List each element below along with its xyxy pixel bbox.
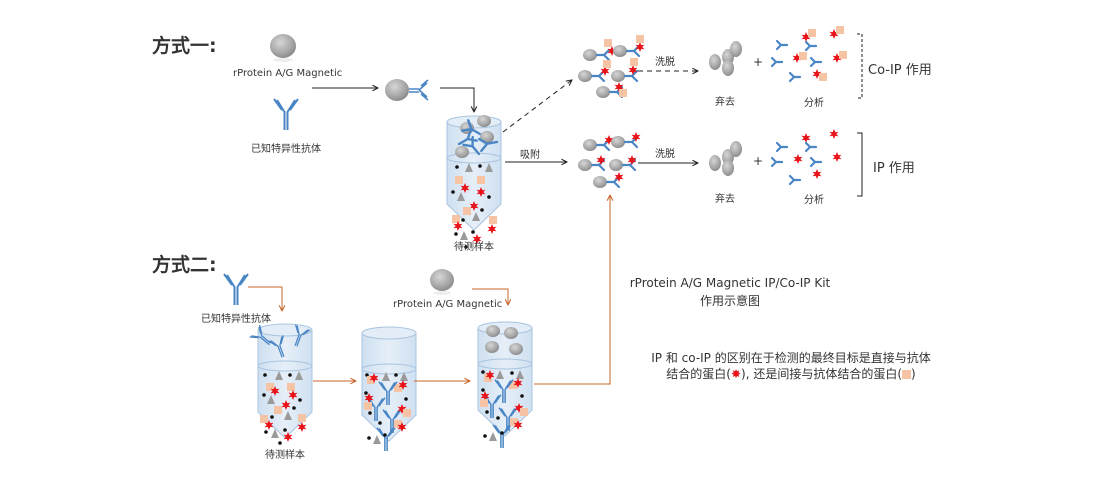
coip-bead-complexes xyxy=(576,35,645,100)
note-line2-part-c: ) xyxy=(911,367,916,381)
ip-bracket xyxy=(857,132,863,197)
antibody-label-method2: 已知特异性抗体 xyxy=(201,314,271,325)
antibody-icon xyxy=(273,98,299,131)
coip-elute-label: 洗脱 xyxy=(655,57,675,68)
arrow-to-coip-complexes xyxy=(502,80,572,133)
analyzed-proteins-ip xyxy=(770,129,842,186)
adsorb-label: 吸附 xyxy=(520,150,540,161)
magnetic-bead-icon xyxy=(270,34,296,62)
ip-discard-label: 弃去 xyxy=(715,194,735,205)
antibody-label-method1: 已知特异性抗体 xyxy=(251,144,321,155)
ip-analyze-label: 分析 xyxy=(804,195,824,206)
coip-discard-label: 弃去 xyxy=(715,97,735,108)
figure-caption-line2: 作用示意图 xyxy=(699,294,760,308)
coip-analyze-label: 分析 xyxy=(804,98,824,109)
note-line2-part-b: ), 还是间接与抗体结合的蛋白( xyxy=(741,367,903,381)
arrow-tube-c-to-ip-complexes xyxy=(534,195,610,385)
coip-function-label: Co-IP 作用 xyxy=(868,63,932,78)
figure-caption-line1: rProtein A/G Magnetic IP/Co-IP Kit xyxy=(629,276,831,290)
method2-title: 方式二: xyxy=(152,254,217,276)
sample-label-method2: 待测样本 xyxy=(265,450,305,461)
discarded-beads-coip xyxy=(709,41,742,76)
discarded-beads-ip xyxy=(709,141,742,176)
analyzed-proteins-coip xyxy=(770,26,847,83)
sample-tube-method1 xyxy=(446,115,502,249)
note-line2: 结合的蛋白(✸), 还是间接与抗体结合的蛋白() xyxy=(616,365,966,382)
target-protein-legend-icon: ✸ xyxy=(730,367,742,381)
coip-plus: + xyxy=(753,55,764,69)
antibody-icon-method2 xyxy=(223,273,249,306)
sample-label-method1: 待测样本 xyxy=(454,242,494,253)
bead-antibody-tube xyxy=(477,321,533,449)
beads-label-method2: rProtein A/G Magnetic xyxy=(393,299,503,310)
arrow-antibody-to-tube xyxy=(248,286,282,311)
bead-antibody-complex-icon xyxy=(385,79,429,101)
magnetic-bead-icon-method2 xyxy=(430,269,454,295)
sample-tube-method2 xyxy=(248,323,313,445)
ip-elute-label: 洗脱 xyxy=(655,149,675,160)
beads-label-method1: rProtein A/G Magnetic xyxy=(233,68,343,79)
note-line1: IP 和 co-IP 的区别在于检测的最终目标是直接与抗体 xyxy=(651,351,931,365)
arrow-to-sample-tube xyxy=(440,87,474,112)
method1-title: 方式一: xyxy=(152,35,217,57)
antibody-bound-tube xyxy=(361,326,417,452)
coip-bracket xyxy=(857,33,863,99)
note-line2-part-a: 结合的蛋白( xyxy=(666,367,731,381)
interacting-protein-legend-icon xyxy=(902,370,912,379)
ip-bead-complexes xyxy=(576,132,641,190)
arrow-bead-to-tube xyxy=(472,288,508,305)
ip-function-label: IP 作用 xyxy=(873,161,915,176)
ip-plus: + xyxy=(753,154,764,168)
